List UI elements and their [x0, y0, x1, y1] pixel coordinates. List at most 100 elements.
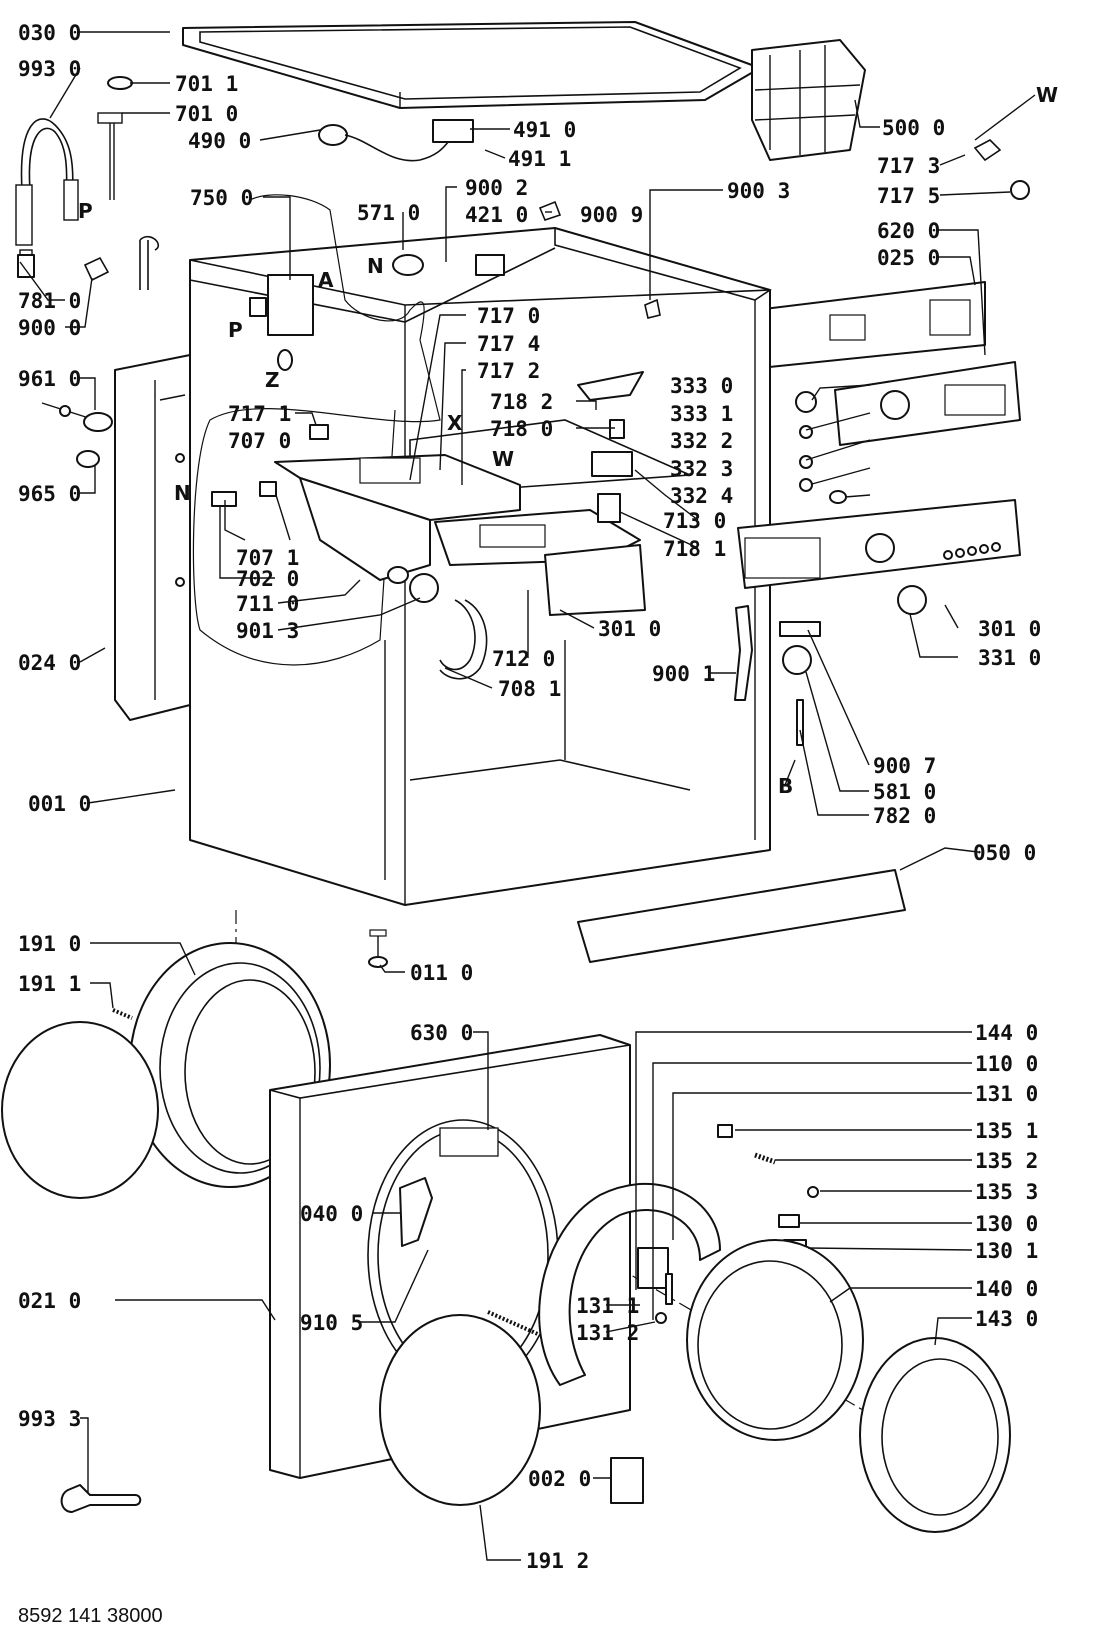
label-900-1: 900 1: [652, 662, 715, 686]
label-332-4: 332 4: [670, 484, 733, 508]
part-718-2-drawing: [577, 371, 644, 401]
label-040-0: 040 0: [300, 1202, 363, 1226]
label-718-2: 718 2: [490, 390, 553, 414]
knob-332-2-drawing: [799, 455, 813, 469]
label-011-0: 011 0: [410, 961, 473, 985]
screw-135-1-drawing: [717, 1124, 733, 1138]
label-025-0: 025 0: [877, 246, 940, 270]
label-491-1: 491 1: [508, 147, 571, 171]
label-333-1: 333 1: [670, 402, 733, 426]
tube-782-drawing: [796, 699, 804, 746]
label-781-0: 781 0: [18, 289, 81, 313]
label-050-0: 050 0: [973, 841, 1036, 865]
marker-z: Z: [265, 368, 280, 392]
part-131-2-drawing: [655, 1312, 667, 1324]
pipe-drawing: [139, 235, 160, 290]
label-490-0: 490 0: [188, 129, 251, 153]
label-001-0: 001 0: [28, 792, 91, 816]
label-620-0: 620 0: [877, 219, 940, 243]
washer-717-5-drawing: [1010, 180, 1030, 200]
valve-707-1-drawing: [259, 481, 277, 497]
marker-w-drawer: W: [492, 447, 514, 471]
label-993-0: 993 0: [18, 57, 81, 81]
part-750-p-drawing: [249, 297, 267, 317]
label-701-0: 701 0: [175, 102, 238, 126]
label-333-0: 333 0: [670, 374, 733, 398]
label-900-0: 900 0: [18, 316, 81, 340]
wire-hose-drawing: [15, 118, 79, 273]
label-135-2: 135 2: [975, 1149, 1038, 1173]
label-140-0: 140 0: [975, 1277, 1038, 1301]
rod-701-0-drawing: [97, 112, 123, 200]
clamp-901-drawing: [409, 573, 439, 603]
label-782-0: 782 0: [873, 804, 936, 828]
label-702-0: 702 0: [236, 567, 299, 591]
part-332-4-drawing: [829, 490, 847, 504]
label-901-3: 901 3: [236, 619, 299, 643]
document-code: 8592 141 38000: [18, 1605, 163, 1627]
label-717-2: 717 2: [477, 359, 540, 383]
filter-491-drawing: [432, 119, 474, 143]
label-021-0: 021 0: [18, 1289, 81, 1313]
label-191-1: 191 1: [18, 972, 81, 996]
label-717-4: 717 4: [477, 332, 540, 356]
label-030-0: 030 0: [18, 21, 81, 45]
label-718-1: 718 1: [663, 537, 726, 561]
detergent-housing-drawing: [274, 454, 521, 584]
label-961-0: 961 0: [18, 367, 81, 391]
label-750-0: 750 0: [190, 186, 253, 210]
label-131-1: 131 1: [576, 1294, 639, 1318]
part-900-0-drawing: [83, 256, 110, 282]
label-900-9: 900 9: [580, 203, 643, 227]
marker-n-valve: N: [367, 254, 384, 278]
label-144-0: 144 0: [975, 1021, 1038, 1045]
label-135-3: 135 3: [975, 1180, 1038, 1204]
door-glass-left-drawing: [1, 1021, 159, 1199]
fascia-panel-drawing: [737, 499, 1021, 589]
label-332-2: 332 2: [670, 429, 733, 453]
part-781-drawing: [17, 254, 35, 278]
top-lid-drawing: [182, 21, 761, 109]
label-717-5: 717 5: [877, 184, 940, 208]
label-024-0: 024 0: [18, 651, 81, 675]
control-board-025-drawing: [834, 361, 1021, 446]
marker-b: B: [778, 774, 793, 798]
sleeve-702-drawing: [211, 491, 237, 507]
valve-421-drawing: [475, 254, 505, 276]
wrench-993-3-drawing: [60, 1484, 142, 1513]
part-707-0-drawing: [309, 424, 329, 440]
pressure-switch-581-drawing: [782, 645, 812, 675]
knob-332-3-drawing: [799, 478, 813, 492]
knob-333-0-drawing: [795, 391, 817, 413]
part-718-0-drawing: [609, 419, 625, 439]
marker-n-side: N: [174, 481, 191, 505]
cover-002-drawing: [610, 1457, 644, 1504]
label-711-0: 711 0: [236, 592, 299, 616]
part-750-z-drawing: [277, 349, 293, 371]
label-143-0: 143 0: [975, 1307, 1038, 1331]
label-993-3: 993 3: [18, 1407, 81, 1431]
label-717-1: 717 1: [228, 402, 291, 426]
bracket-900-7-drawing: [779, 621, 821, 637]
shaft-961-drawing: [41, 402, 113, 432]
label-701-1: 701 1: [175, 72, 238, 96]
label-581-0: 581 0: [873, 780, 936, 804]
side-panel-024-drawing: [114, 354, 191, 721]
cabinet-frame-drawing: [189, 226, 772, 906]
control-board-620-drawing: [714, 281, 986, 373]
label-301-0-fascia: 301 0: [978, 617, 1041, 641]
label-718-0: 718 0: [490, 417, 553, 441]
marker-x: X: [447, 411, 463, 435]
drawer-712-drawing: [434, 509, 646, 616]
label-002-0: 002 0: [528, 1467, 591, 1491]
door-ring-110-drawing: [538, 1183, 721, 1386]
label-491-0: 491 0: [513, 118, 576, 142]
marker-w-top: W: [1036, 83, 1058, 107]
label-571-0: 571 0: [357, 201, 420, 225]
frame-143-drawing: [859, 1337, 1011, 1533]
label-900-2: 900 2: [465, 176, 528, 200]
part-713-drawing: [591, 451, 633, 477]
ring-965-drawing: [76, 450, 100, 468]
label-331-0: 331 0: [978, 646, 1041, 670]
